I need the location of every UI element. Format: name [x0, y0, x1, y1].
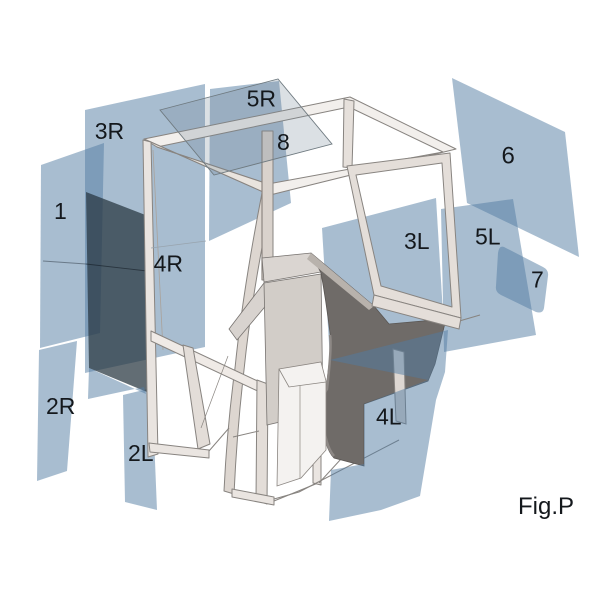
svg-text:6: 6 [502, 143, 515, 170]
svg-text:4R: 4R [154, 251, 183, 277]
svg-text:7: 7 [531, 267, 544, 293]
svg-text:2R: 2R [46, 393, 75, 419]
svg-text:5R: 5R [247, 86, 276, 112]
svg-text:4L: 4L [376, 404, 402, 430]
svg-text:1: 1 [54, 198, 67, 224]
svg-text:3R: 3R [95, 118, 124, 144]
svg-text:3L: 3L [404, 228, 430, 254]
svg-text:8: 8 [277, 129, 290, 155]
svg-text:5L: 5L [475, 224, 501, 250]
svg-text:Fig.P: Fig.P [518, 493, 574, 520]
svg-text:2L: 2L [128, 440, 154, 466]
